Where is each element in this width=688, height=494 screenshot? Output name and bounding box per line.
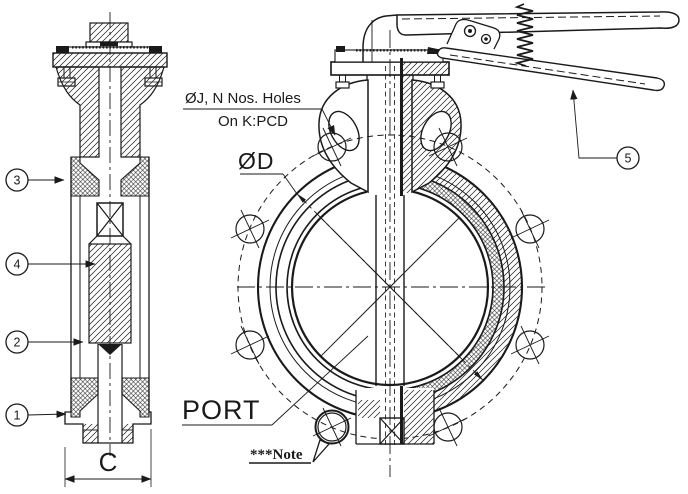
port-label: PORT (182, 395, 261, 425)
holes-spec-line2: On K:PCD (218, 113, 288, 130)
bolt-hole (428, 127, 468, 167)
svg-text:2: 2 (14, 336, 21, 350)
lever-upper-arm (396, 11, 680, 36)
port-callout: PORT (182, 335, 369, 426)
note-label: ***Note (250, 447, 303, 463)
notch-plate-side (56, 46, 162, 54)
lever-trigger (436, 47, 666, 92)
notch-plate-front (334, 46, 444, 63)
dim-od: ØD (238, 148, 484, 381)
holes-spec: ØJ, N Nos. Holes On K:PCD (183, 90, 336, 136)
svg-text:1: 1 (14, 409, 21, 423)
side-section-view: C 3 4 2 1 (5, 12, 168, 487)
svg-text:5: 5 (625, 152, 632, 166)
dim-c: C (64, 429, 152, 487)
callout-1: 1 (5, 403, 67, 427)
holes-spec-line1: ØJ, N Nos. Holes (185, 90, 301, 107)
callout-2: 2 (5, 330, 84, 354)
flange-bolt-front-left (335, 75, 350, 89)
seat-lower-right (121, 377, 150, 418)
callout-4: 4 (5, 252, 96, 276)
bolt-hole (510, 209, 550, 249)
bolt-hole (428, 407, 468, 447)
seat-upper-right (120, 156, 150, 197)
bolt-hole (312, 407, 352, 447)
note-balloon (312, 409, 350, 463)
bolt-hole (230, 209, 270, 249)
stem-key (100, 42, 118, 46)
neck-wall-right (120, 66, 165, 158)
callout-3: 3 (5, 168, 65, 192)
stem-top-cap (89, 22, 129, 43)
svg-text:3: 3 (14, 174, 21, 188)
svg-text:4: 4 (14, 258, 21, 272)
callout-5: 5 (570, 89, 640, 170)
neck-wall-left (55, 66, 100, 158)
flange-bolt-front-right (430, 75, 445, 89)
bolt-hole (230, 325, 270, 365)
bottom-boss-section (64, 411, 152, 444)
dim-c-label: C (99, 447, 118, 477)
seat-upper-left (70, 156, 100, 197)
trigger-spring (513, 3, 534, 67)
seat-lower-left (70, 377, 99, 418)
lever-handle (362, 3, 680, 92)
front-view: ØD ØJ, N Nos. Holes (182, 3, 680, 477)
bolt-hole (510, 325, 550, 365)
bottom-boss-front (355, 386, 435, 445)
diameter-d-label: ØD (238, 148, 275, 174)
handle-hub (362, 14, 398, 62)
